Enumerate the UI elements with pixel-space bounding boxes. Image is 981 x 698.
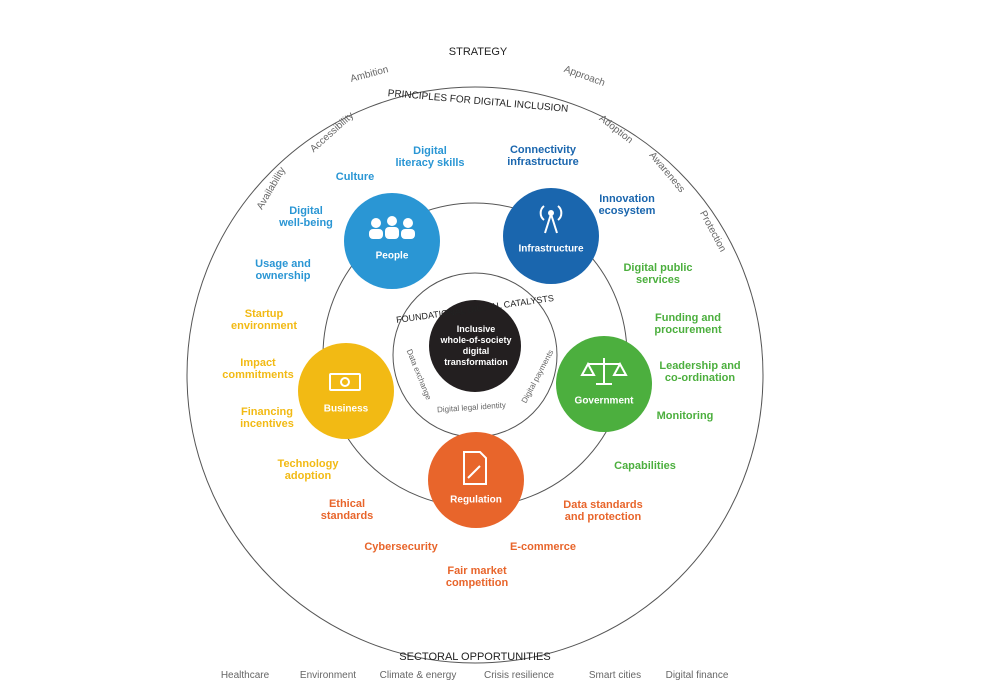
biz-item-financing: Financing incentives: [240, 406, 294, 430]
reg-item-ecommerce: E-commerce: [509, 541, 577, 553]
sector-smart-cities: Smart cities: [588, 670, 642, 681]
people-item-literacy: Digital literacy skills: [395, 145, 465, 169]
sectoral-title: SECTORAL OPPORTUNITIES: [399, 651, 551, 663]
gavel-document-icon: [463, 451, 487, 485]
strategy-label: STRATEGY: [448, 46, 508, 58]
people-icon: [369, 216, 415, 239]
biz-item-impact: Impact commitments: [222, 357, 294, 381]
sector-crisis-resilience: Crisis resilience: [483, 670, 555, 681]
hub-label-people: People: [375, 250, 409, 262]
reg-item-fair-market: Fair market competition: [445, 565, 509, 589]
outer-ring: [186, 86, 764, 664]
hub-label-regulation: Regulation: [450, 494, 502, 506]
gov-item-capabilities: Capabilities: [614, 460, 676, 472]
reg-item-data-standards: Data standards and protection: [563, 499, 643, 523]
hub-people: [344, 193, 440, 289]
infra-item-connectivity: Connectivity infrastructure: [507, 144, 579, 168]
hub-infrastructure: [503, 188, 599, 284]
gov-item-funding: Funding and procurement: [654, 312, 722, 336]
sector-climate-energy: Climate & energy: [379, 670, 457, 681]
biz-item-startup: Startup environment: [230, 308, 298, 332]
sector-healthcare: Healthcare: [220, 670, 270, 681]
people-item-wellbeing: Digital well-being: [279, 205, 333, 229]
biz-item-technology: Technology adoption: [277, 458, 339, 482]
reg-item-cybersecurity: Cybersecurity: [364, 541, 438, 553]
hub-government: [556, 336, 652, 432]
gov-item-monitoring: Monitoring: [656, 410, 714, 422]
people-item-usage: Usage and ownership: [255, 258, 311, 282]
hub-label-business: Business: [323, 403, 369, 415]
center-text: Inclusive whole-of-society digital trans…: [440, 324, 512, 367]
sector-digital-finance: Digital finance: [665, 670, 729, 681]
tower-icon: [539, 205, 563, 234]
reg-item-ethical: Ethical standards: [320, 498, 374, 522]
sector-environment: Environment: [299, 670, 357, 681]
hub-business: [298, 343, 394, 439]
hub-label-infrastructure: Infrastructure: [518, 243, 584, 255]
cash-icon: [329, 373, 361, 391]
gov-item-public-services: Digital public services: [623, 262, 693, 286]
hub-regulation: [428, 432, 524, 528]
infra-item-innovation: Innovation ecosystem: [598, 193, 656, 217]
people-item-culture: Culture: [335, 171, 375, 183]
scales-icon: [580, 358, 628, 385]
hub-label-government: Government: [574, 395, 634, 407]
center-circle: [429, 300, 521, 392]
gov-item-leadership: Leadership and co-ordination: [659, 360, 741, 384]
